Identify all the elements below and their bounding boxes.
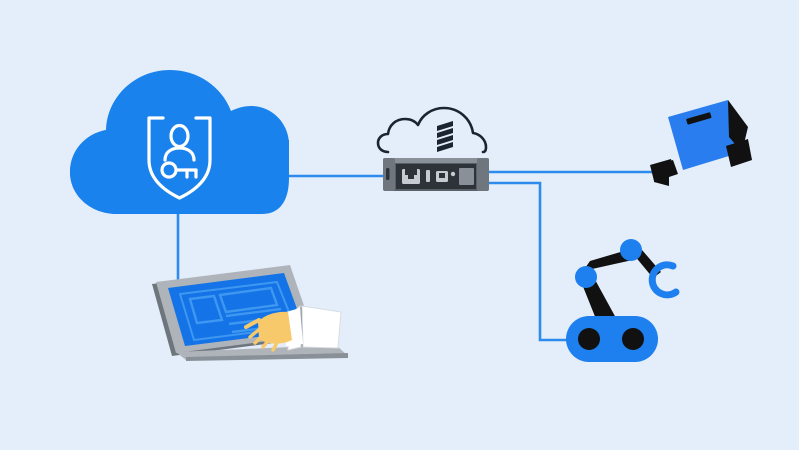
robot-arm-node[interactable] [566,239,680,362]
screen-sidebar-panel [188,294,224,325]
router-ethernet-port-notch [405,169,417,179]
cloud-outline-stroke [376,106,488,154]
router-sim-port-inner [439,173,445,178]
router-status-led [450,171,456,177]
hand-finger-4 [271,337,281,352]
cloud-outline-icon [376,106,488,154]
ericsson-logo-icon [437,121,453,152]
connection-gateway-to-robot [482,181,578,342]
hand-finger-2 [253,330,268,345]
hand-palm [258,311,292,344]
laptop-base-shadow [186,353,348,361]
secure-cloud-node[interactable] [70,70,289,214]
robot-gripper-claw [648,261,680,299]
hand-finger-3 [261,334,274,349]
router-usb-slot [426,170,430,182]
screen-content-panel [218,286,279,314]
hand-thumb [244,318,261,329]
robot-shoulder-joint [575,266,597,288]
router-side-slot [386,168,390,180]
robot-wheel-left [578,328,600,350]
paper-page-right [301,305,342,349]
security-camera-icon [650,100,752,186]
gateway-router-node[interactable] [376,106,489,191]
screen-text-line-1 [225,307,282,318]
camera-body [668,100,742,170]
robot-elbow-joint [620,239,642,261]
robot-wheel-right [622,328,644,350]
camera-under-wedge [726,139,752,167]
shield-with-user-and-key-icon [147,116,212,200]
camera-mount-foot [650,159,675,181]
cloud-shape-lobe [70,130,289,214]
laptop-user-node[interactable] [152,265,348,361]
security-camera-node[interactable] [650,100,752,186]
shield-outline-icon [147,116,212,200]
camera-lens-hood [728,100,748,152]
hand-finger-1 [248,325,264,339]
robot-base-body [566,316,658,362]
router-right-cap [477,158,489,191]
laptop-with-hand-icon [152,265,348,361]
robot-arm-icon [566,239,680,362]
router-blank-panel [459,168,474,185]
router-device-icon [383,158,489,191]
hand-fingers [248,325,281,352]
camera-top-slot [686,112,712,125]
person-shoulders-icon [163,146,196,162]
